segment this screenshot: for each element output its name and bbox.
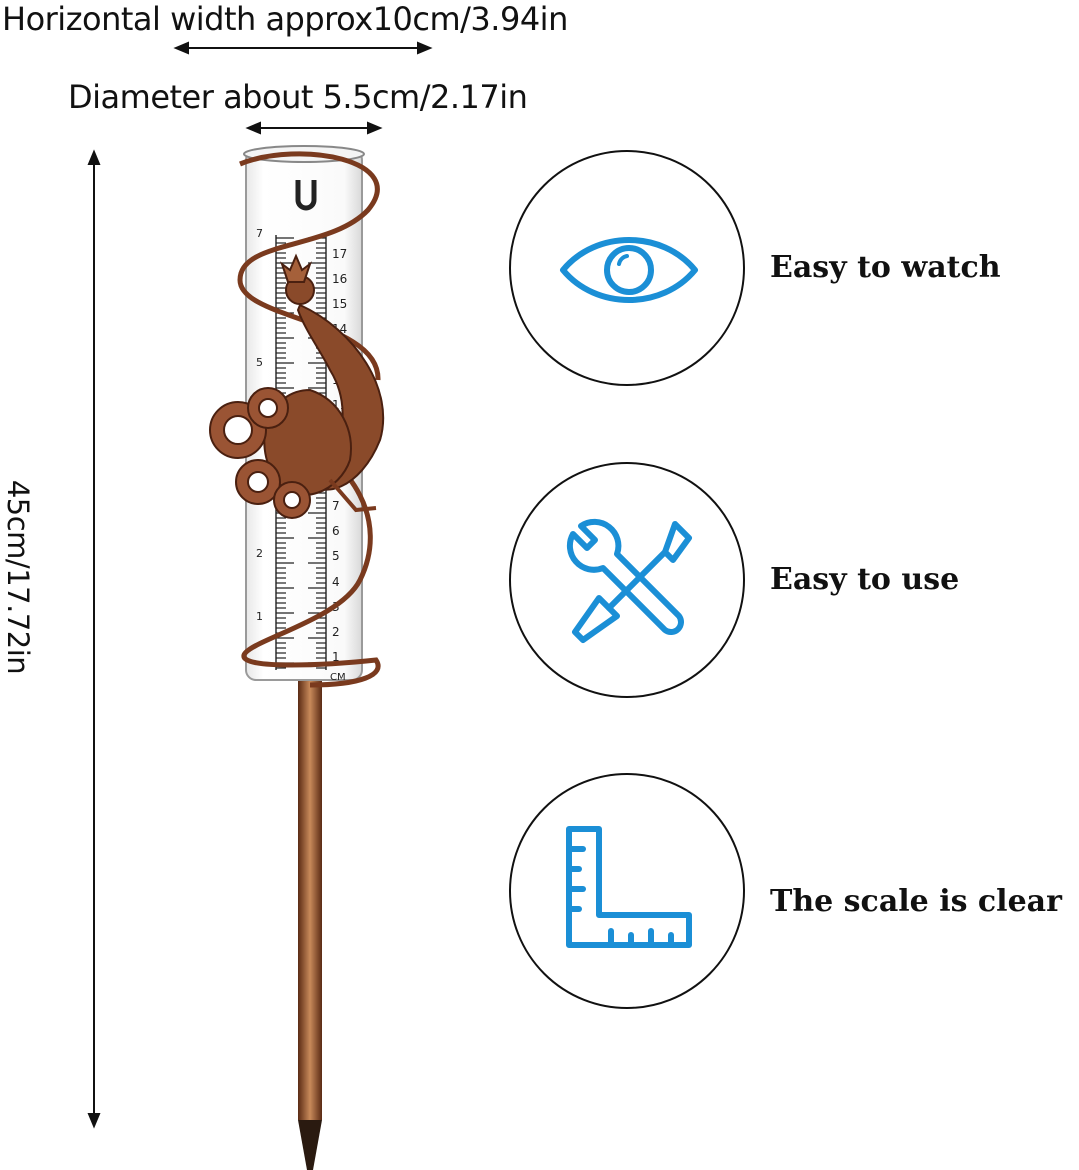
unit-label: CM	[330, 672, 346, 683]
feature-label-scale: The scale is clear	[770, 884, 1062, 919]
cm-label: 17	[332, 247, 347, 261]
inch-label: 5	[256, 356, 263, 369]
rain-gauge-illustration: 17 16 15 14 13 12 11 7 6 5 4 3 2 1 CM 7 …	[209, 145, 385, 1170]
inch-label: 1	[256, 610, 263, 623]
cm-label: 1	[332, 650, 340, 664]
height-arrow	[87, 149, 101, 1129]
ruler-icon	[566, 826, 692, 948]
inch-label: 2	[256, 547, 263, 560]
inch-label: 7	[256, 227, 263, 240]
feature-label-watch: Easy to watch	[770, 250, 1001, 285]
cm-label: 15	[332, 297, 347, 311]
cm-label: 6	[332, 524, 340, 538]
feature-label-use: Easy to use	[770, 562, 960, 597]
copper-stake	[298, 680, 322, 1170]
diameter-label: Diameter about 5.5cm/2.17in	[68, 78, 528, 116]
feature-circle-use	[509, 462, 745, 698]
cm-label: 4	[332, 575, 340, 589]
width-arrow	[173, 41, 433, 55]
feature-circle-scale	[509, 773, 745, 1009]
diameter-arrow	[245, 121, 383, 135]
peacock-ornament	[209, 253, 385, 519]
cm-label: 2	[332, 625, 340, 639]
cm-label: 16	[332, 272, 347, 286]
horizontal-width-label: Horizontal width approx10cm/3.94in	[2, 0, 568, 38]
wrench-screwdriver-icon	[566, 518, 692, 643]
feature-circle-watch	[509, 150, 745, 386]
eye-icon	[560, 237, 698, 303]
inch-labels: 7 5 2 1	[256, 227, 263, 623]
cm-label: 5	[332, 549, 340, 563]
cm-label: 7	[332, 499, 340, 513]
